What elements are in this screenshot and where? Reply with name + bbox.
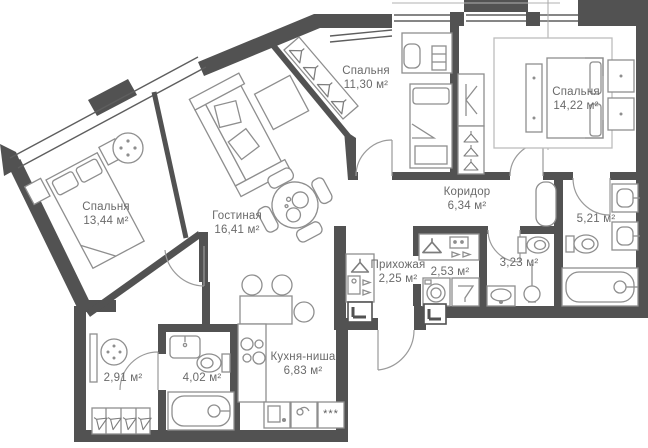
appliance-placeholder-label: ***: [323, 408, 339, 420]
room-label-kitchen-niche: Кухня-ниша 6,83 м²: [270, 350, 335, 378]
furniture-bedroom-top: [283, 32, 453, 169]
room-name: Спальня: [342, 65, 390, 77]
room-name: Кухня-ниша: [270, 351, 336, 363]
room-label-bedroom-top: Спальня 11,30 м²: [342, 64, 390, 92]
room-area: 2,53 м²: [430, 266, 470, 278]
room-label-laundry: 2,53 м²: [431, 265, 470, 279]
room-name: Прихожая: [370, 259, 426, 271]
interior-walls: [85, 26, 648, 442]
room-label-bath-master: 5,21 м²: [577, 212, 616, 226]
room-name: Гостиная: [212, 210, 262, 222]
room-name: Спальня: [552, 86, 600, 98]
furniture-kitchen: [237, 274, 345, 429]
room-label-hallway: Прихожая 2,25 м²: [371, 258, 426, 286]
room-area: 16,41 м²: [214, 224, 260, 236]
furniture-closet: [89, 333, 152, 435]
room-area: 13,44 м²: [83, 215, 129, 227]
room-label-bedroom-left: Спальня 13,44 м²: [82, 200, 130, 228]
room-label-bedroom-right: Спальня 14,22 м²: [552, 85, 600, 113]
room-area: 2,91 м²: [103, 372, 143, 384]
furniture-bedroom-right: [457, 37, 635, 175]
room-area: 3,23 м²: [499, 257, 539, 269]
furniture-wc: [486, 236, 550, 307]
furniture-bath-master: [561, 183, 640, 307]
room-label-corridor: Коридор 6,34 м²: [444, 185, 491, 213]
utility-boxes: [347, 301, 447, 325]
room-name: Коридор: [443, 186, 491, 198]
room-label-bath-small: 4,02 м²: [183, 371, 222, 385]
room-area: 14,22 м²: [553, 100, 599, 112]
room-area: 11,30 м²: [343, 79, 389, 91]
room-area: 2,25 м²: [378, 273, 418, 285]
furniture-bedroom-left: [23, 132, 146, 270]
room-area: 6,83 м²: [283, 365, 323, 377]
room-label-living-room: Гостиная 16,41 м²: [212, 209, 262, 237]
furniture-corridor: [535, 181, 557, 227]
furniture-laundry: [418, 233, 480, 307]
room-label-walkin-closet: 2,91 м²: [104, 371, 143, 385]
room-area: 5,21 м²: [576, 213, 616, 225]
furniture-living-room: [188, 72, 333, 243]
furniture-bath-small: [167, 335, 235, 431]
doors: [119, 139, 611, 391]
room-area: 6,34 м²: [447, 200, 487, 212]
room-label-wc: 3,23 м²: [500, 256, 539, 270]
room-area: 4,02 м²: [182, 372, 222, 384]
furniture-hallway: [345, 253, 375, 303]
room-name: Спальня: [82, 201, 130, 213]
